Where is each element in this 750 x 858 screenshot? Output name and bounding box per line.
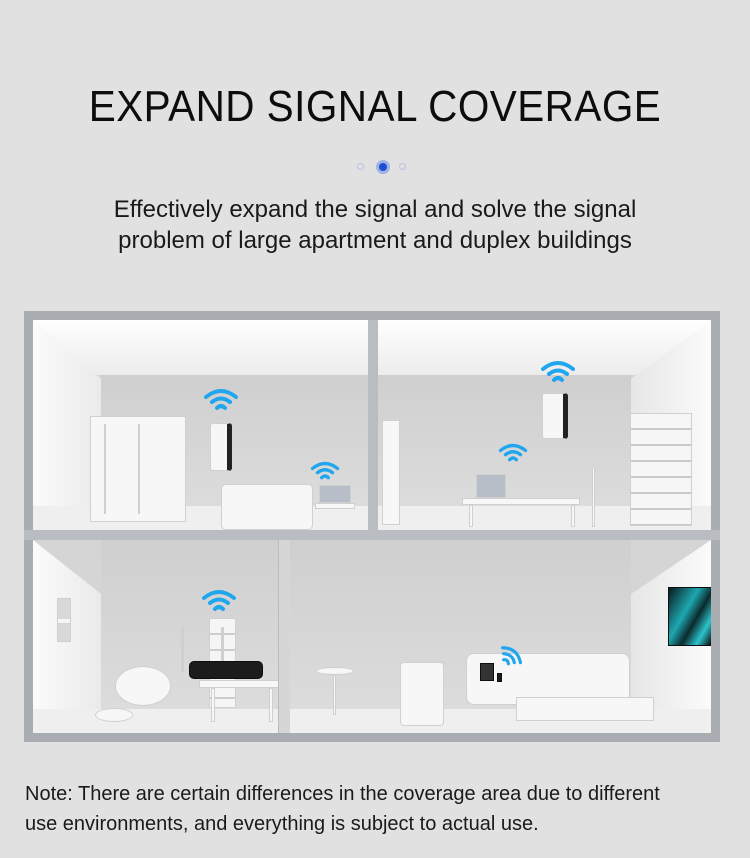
beanbag-icon — [115, 666, 171, 706]
wifi-repeater-icon — [542, 393, 568, 439]
armchair-icon — [400, 662, 444, 726]
round-table-icon — [316, 667, 354, 675]
wifi-signal-icon — [310, 460, 340, 482]
room-downstairs-dining — [33, 540, 278, 733]
coffee-table-icon — [516, 697, 654, 721]
carousel-dot-3[interactable] — [399, 163, 406, 170]
room-downstairs-living — [290, 540, 711, 733]
disclaimer-note: Note: There are certain differences in t… — [25, 779, 735, 839]
subtitle: Effectively expand the signal and solve … — [0, 194, 750, 256]
laptop-icon — [319, 485, 351, 503]
wifi-signal-icon — [203, 387, 239, 413]
house-illustration — [24, 311, 720, 742]
carousel-dot-1[interactable] — [357, 163, 364, 170]
table-icon — [199, 680, 278, 688]
wifi-router-icon — [189, 661, 263, 679]
phone-icon — [497, 673, 502, 682]
wifi-signal-icon — [492, 639, 529, 675]
tv-icon — [668, 587, 711, 646]
tablet-icon — [480, 663, 494, 681]
laptop-icon — [476, 474, 506, 498]
window-icon — [57, 598, 71, 642]
wifi-signal-icon — [540, 359, 576, 385]
router-antenna — [181, 627, 184, 672]
lamp-icon — [592, 467, 595, 527]
floor-divider — [24, 530, 720, 540]
page-title: EXPAND SIGNAL COVERAGE — [88, 82, 662, 131]
subtitle-line-1: Effectively expand the signal and solve … — [113, 196, 637, 223]
carousel-indicator — [357, 160, 417, 174]
note-line-2: use environments, and everything is subj… — [25, 813, 539, 835]
room-upstairs-study — [378, 320, 711, 530]
subtitle-line-2: problem of large apartment and duplex bu… — [118, 227, 632, 254]
note-line-1: Note: There are certain differences in t… — [25, 783, 660, 805]
wifi-repeater-icon — [210, 423, 232, 471]
wifi-signal-icon — [498, 442, 528, 464]
room-upstairs-bedroom — [33, 320, 368, 530]
wall-divider — [368, 320, 378, 530]
bookshelf-icon — [630, 413, 692, 526]
wifi-signal-icon — [201, 588, 237, 614]
wall-divider — [278, 540, 291, 733]
bed-icon — [221, 484, 313, 530]
desk-icon — [462, 498, 580, 505]
carousel-dot-2-active[interactable] — [376, 160, 390, 174]
door-icon — [382, 420, 400, 525]
cushion-icon — [95, 708, 133, 722]
desk-icon — [315, 503, 355, 509]
